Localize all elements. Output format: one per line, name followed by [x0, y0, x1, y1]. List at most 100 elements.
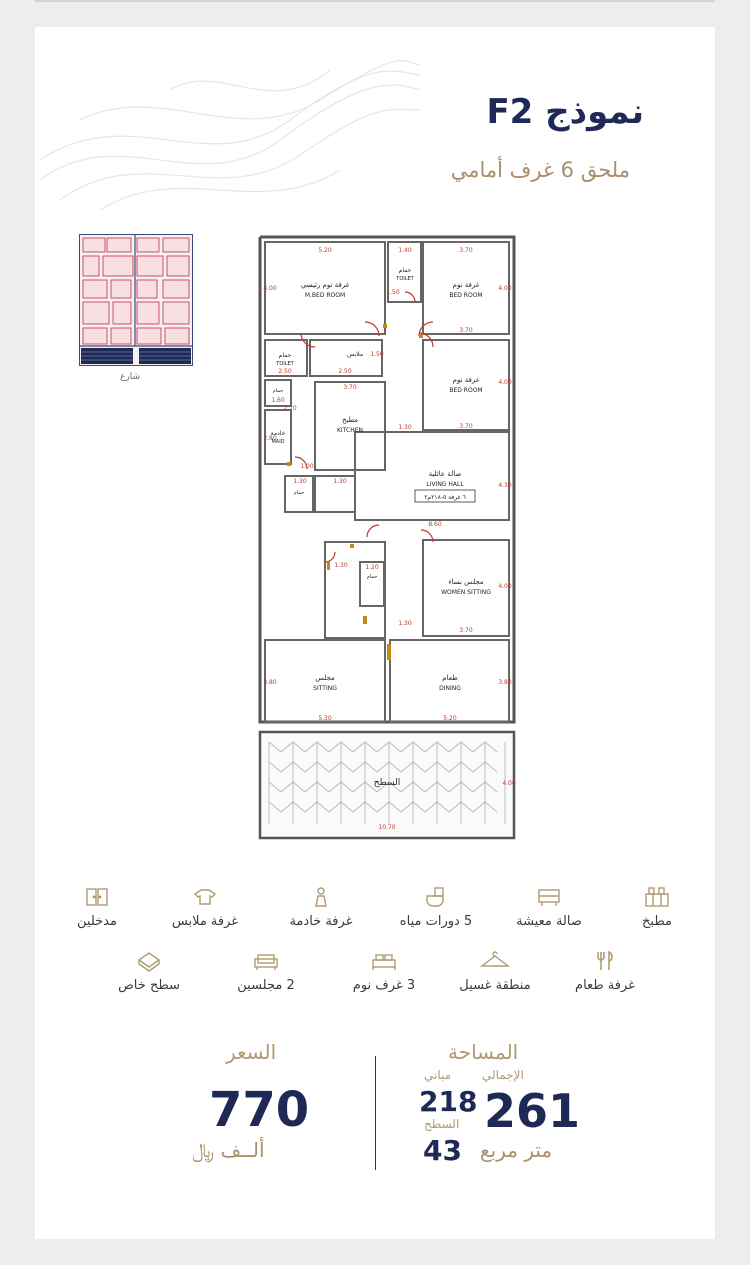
dim-label: 1.30 — [333, 478, 347, 485]
dim-label: 3.80 — [263, 679, 277, 686]
room-closet-ar: ملابس — [347, 351, 363, 358]
dim-label: 1.40 — [398, 247, 412, 254]
amenity-private-roof: سطح خاص — [94, 950, 204, 993]
dim-label: 2.50 — [278, 368, 292, 375]
dim-label: 3.70 — [343, 384, 357, 391]
bedroom-icon — [372, 954, 396, 970]
dim-label: 3.80 — [498, 679, 512, 686]
amenity-dining: غرفة طعام — [550, 950, 660, 993]
dim-label: 2.80 — [263, 435, 277, 442]
roof-area-label: السطح — [424, 1117, 460, 1131]
dim-label: 1.20 — [365, 564, 379, 571]
room-sitting-en: SITTING — [313, 685, 337, 692]
key-plan-thumbnail — [79, 234, 193, 366]
room-kitchen-en: KITCHEN — [337, 427, 363, 434]
dim-label: 3.70 — [459, 627, 473, 634]
room-dining-en: DINING — [439, 685, 461, 692]
section-divider — [375, 1056, 376, 1170]
dim-label: 4.00 — [498, 285, 512, 292]
roof-icon — [137, 952, 161, 972]
amenity-living-room: صالة معيشة — [494, 886, 604, 929]
room-women-en: WOMEN SITTING — [441, 589, 491, 596]
dim-label: 4.30 — [498, 482, 512, 489]
room-living-ar: صالة عائلية — [429, 470, 462, 478]
dining-icon — [597, 950, 613, 970]
room-bed2-en: BED ROOM — [449, 387, 482, 394]
room-toilet3-ar: حمام — [273, 388, 284, 394]
dim-label: 5.20 — [318, 247, 332, 254]
dim-label: 5.20 — [443, 715, 457, 722]
street-label: شارع — [120, 372, 140, 382]
building-area-label: مباني — [424, 1068, 452, 1082]
room-living-en: LIVING HALL — [426, 481, 464, 488]
amenity-entrances: مدخلين — [42, 886, 152, 929]
room-bed1-ar: غرفة نوم — [453, 281, 480, 289]
dim-label: 4.00 — [498, 583, 512, 590]
room-toilet4-ar: حمام — [294, 490, 305, 496]
amenity-wardrobe: غرفة ملابس — [150, 886, 260, 929]
model-title: نموذج F2 — [486, 92, 644, 132]
room-maid-ar: خادمة — [271, 430, 286, 437]
total-area-label: الإجمالي — [482, 1068, 524, 1082]
sofa-icon — [254, 954, 278, 970]
price-value: 770 — [209, 1082, 310, 1138]
dim-label: 4.00 — [498, 379, 512, 386]
dim-label: 1.30 — [334, 562, 348, 569]
roof-area-value: 43 — [423, 1134, 462, 1167]
decorative-wave-pattern — [40, 60, 420, 211]
bathroom-icon — [426, 887, 444, 907]
area-unit: متر مربع — [480, 1138, 553, 1162]
price-unit: ألــف ﷼ — [192, 1138, 265, 1162]
dim-label: 2.50 — [338, 368, 352, 375]
room-roof-ar: السطح — [374, 778, 400, 788]
maid-room-icon — [315, 887, 327, 907]
dim-label: 2.70 — [283, 405, 297, 412]
floor-plan-drawing: غرفة نوم رئيسي M.BED ROOM غرفة نوم BED R… — [258, 235, 516, 840]
entrance-icon — [86, 888, 108, 906]
model-subtitle: ملحق 6 غرف أمامي — [450, 158, 630, 182]
room-master-en: M.BED ROOM — [305, 292, 345, 299]
dim-label: 1.30 — [398, 424, 412, 431]
kitchen-icon — [645, 887, 669, 907]
dim-label: 8.60 — [428, 521, 442, 528]
top-divider — [35, 0, 715, 2]
room-bed2-ar: غرفة نوم — [453, 376, 480, 384]
dim-label: 3.70 — [459, 327, 473, 334]
amenity-bathrooms: 5 دورات مياه — [381, 886, 491, 929]
dim-label: 1.30 — [293, 478, 307, 485]
dim-label: 1.50 — [386, 289, 400, 296]
listing-card — [35, 27, 715, 1239]
dim-label: 10.70 — [378, 824, 395, 831]
amenity-sitting-rooms: 2 مجلسين — [211, 950, 321, 993]
building-area-value: 218 — [419, 1085, 478, 1118]
dim-label: 1.30 — [398, 620, 412, 627]
dim-label: 1.00 — [300, 463, 314, 470]
room-toilet2-ar: حمام — [279, 352, 292, 359]
room-toilet1-ar: حمام — [399, 267, 412, 274]
room-toilet2-en: TOILET — [275, 361, 294, 367]
room-toilet1-en: TOILET — [395, 276, 414, 282]
living-room-icon — [538, 889, 560, 906]
room-kitchen-ar: مطبخ — [342, 416, 358, 424]
room-toilet5-ar: حمام — [367, 574, 378, 580]
dim-label: 4.00 — [263, 285, 277, 292]
dim-label: 4.00 — [502, 780, 516, 787]
room-dining-ar: طعام — [442, 674, 458, 682]
dim-label: 1.50 — [370, 351, 384, 358]
amenity-kitchen: مطبخ — [602, 886, 712, 929]
amenity-bedrooms: 3 غرف نوم — [329, 950, 439, 993]
laundry-icon — [480, 951, 510, 967]
price-title: السعر — [226, 1040, 277, 1064]
room-bed1-en: BED ROOM — [449, 292, 482, 299]
total-area-value: 261 — [484, 1084, 581, 1138]
room-women-ar: مجلس نساء — [448, 578, 484, 586]
dim-label: 3.70 — [459, 423, 473, 430]
area-title: المساحة — [448, 1040, 519, 1064]
amenity-laundry: منطقة غسيل — [440, 950, 550, 993]
dim-label: 1.60 — [271, 397, 285, 404]
dim-label: 5.30 — [318, 715, 332, 722]
room-sitting-ar: مجلس — [315, 674, 335, 682]
amenity-maid-room: غرفة خادمة — [266, 886, 376, 929]
room-master-ar: غرفة نوم رئيسي — [301, 281, 350, 289]
dim-label: 3.70 — [459, 247, 473, 254]
